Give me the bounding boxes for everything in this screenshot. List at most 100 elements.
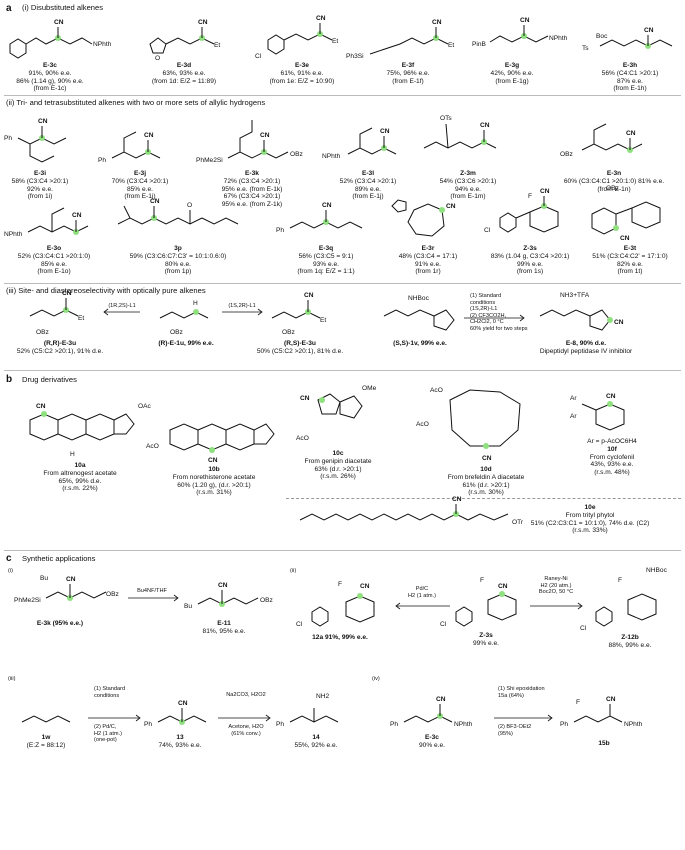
svg-text:CN: CN: [644, 27, 654, 34]
structure-Z-3s-app: Cl F CN: [440, 577, 517, 628]
structure-E-3l: NPhth CN: [322, 127, 397, 160]
svg-text:CN: CN: [300, 395, 310, 402]
app-iv-sm: E-3c 90% e.e.: [418, 734, 446, 749]
structure-10c: CN OMe AcO: [296, 385, 377, 442]
svg-text:OMe: OMe: [362, 385, 377, 392]
svg-text:NHBoc: NHBoc: [646, 567, 668, 574]
svg-text:Cl: Cl: [484, 227, 491, 234]
svg-text:AcO: AcO: [146, 443, 159, 450]
compound-E-3k: E-3k 72% (C3:C4 >20:1)95% e.e. (from E-1…: [221, 170, 283, 209]
app-iii-label: (iii): [8, 676, 16, 682]
structure-E-3t: OBz CN: [591, 185, 661, 242]
compound-E-8: E-8, 90% d.e. Dipeptidyl peptidase IV in…: [539, 340, 633, 355]
app-i-label: (i): [8, 568, 13, 574]
svg-text:Ph: Ph: [144, 721, 152, 728]
structure-E-3g: PinB CN NPhth: [472, 17, 568, 48]
app-ii-right-product: Z-12b 88%, 99% e.e.: [608, 634, 652, 649]
structure-E-3o: NPhth CN: [4, 207, 89, 238]
structure-1w: [21, 715, 71, 723]
structure-Z-12b: Cl F NHBoc: [580, 567, 668, 632]
compound-E-3l: E-3l 52% (C3:C4 >20:1)89% e.e.(from E-1j…: [339, 170, 397, 201]
svg-text:CN: CN: [36, 403, 46, 410]
compound-E-3e: E-3e 61%, 91% e.e.(from 1e: E/Z = 10:90): [269, 62, 335, 85]
app-i-sm: E-3k (95% e.e.): [36, 620, 84, 627]
svg-text:CN: CN: [520, 17, 530, 24]
svg-text:CN: CN: [360, 583, 370, 590]
section-c-title: Synthetic applications: [22, 554, 96, 563]
section-c-label: c: [6, 553, 12, 564]
svg-text:CN: CN: [614, 319, 624, 326]
structure-14: Ph NH2: [276, 693, 339, 728]
app-iii-sm: 1w (E:Z = 88:12): [26, 734, 66, 749]
structure-E-8: CN: [539, 309, 624, 331]
structure-E-11: Bu CN OBz: [184, 582, 273, 610]
svg-text:Ar: Ar: [570, 413, 577, 420]
app-iv-product: 15b: [598, 740, 610, 747]
compound-E-3q: E-3q 56% (C3:C5 = 9:1)93% e.e.(from 1q: …: [297, 245, 355, 276]
svg-text:Et: Et: [320, 317, 326, 324]
compound-E-3o: E-3o 52% (C3:C4:C1 >20:1:0)85% e.e.(from…: [17, 245, 91, 276]
svg-text:Et: Et: [332, 38, 338, 45]
svg-text:OBz: OBz: [170, 329, 183, 336]
svg-text:F: F: [338, 581, 342, 588]
svg-text:OBz: OBz: [282, 329, 295, 336]
app-iii-reagent-b: (2) Pd/C,H2 (1 atm.)(one-pot): [94, 724, 122, 744]
arrow-label-right-ligand: (1S,2R)-L1: [228, 303, 256, 309]
compound-R-S-E-3u: (R,S)-E-3u 50% (C5:C2 >20:1), 81% d.e.: [256, 340, 344, 355]
structure-E-3n: OBz CN: [560, 123, 643, 158]
svg-text:Boc: Boc: [596, 33, 608, 40]
svg-text:OBz: OBz: [106, 591, 119, 598]
svg-text:NPhth: NPhth: [93, 41, 112, 48]
svg-text:OBz: OBz: [560, 151, 573, 158]
separator-b: [4, 370, 681, 371]
structure-app-i-sm: PhMe2Si Bu CN OBz: [14, 575, 119, 604]
svg-text:CN: CN: [432, 19, 442, 26]
svg-text:CN: CN: [66, 576, 76, 583]
svg-text:O: O: [187, 202, 192, 209]
structure-R-S-E-3u: CN Et OBz: [271, 292, 326, 336]
svg-text:OBz: OBz: [36, 329, 49, 336]
app-i-product: E-11 81%, 95% e.e.: [202, 620, 246, 635]
structure-R-R-E-3u: CN Et OBz: [29, 290, 84, 336]
svg-text:PhMe2Si: PhMe2Si: [196, 157, 223, 164]
section-a-label: a: [6, 3, 12, 14]
svg-text:Ph: Ph: [276, 227, 284, 234]
separator-a-ii: [4, 95, 681, 96]
compound-E-3g: E-3g 42%, 90% e.e.(from E-1g): [490, 62, 534, 85]
compound-R-E-1u: (R)-E-1u, 99% e.e.: [158, 340, 214, 347]
svg-text:H: H: [193, 300, 198, 307]
compound-E-3j: E-3j 70% (C3:C4 >20:1)85% e.e.(from E-1j…: [111, 170, 169, 201]
svg-text:Ph: Ph: [390, 721, 398, 728]
section-b-label: b: [6, 374, 13, 385]
svg-text:OBz: OBz: [260, 597, 273, 604]
compound-Z-3s: Z-3s 83% (1.04 g, C3:C4 >20:1)99% e.e.(f…: [490, 245, 570, 276]
compound-E-3d: E-3d 63%, 93% e.e.(from 1d: E/Z = 11:89): [151, 62, 217, 85]
structure-10f: Ar Ar CN: [570, 393, 625, 431]
app-ii-sm: Z-3s 99% e.e.: [472, 632, 500, 647]
svg-text:Et: Et: [78, 315, 84, 322]
compound-Z-3m: Z-3m 54% (C3:C6 >20:1)94% e.e.(from E-1m…: [439, 170, 497, 201]
structure-S-S-1v: NHBoc: [383, 295, 455, 331]
svg-text:NPhth: NPhth: [549, 35, 568, 42]
compound-E-3n: E-3n 60% (C3:C4:C1 >20:1:0) 81% e.e.(fro…: [563, 170, 665, 193]
svg-text:AcO: AcO: [416, 421, 429, 428]
svg-text:F: F: [576, 699, 580, 706]
svg-text:NPhth: NPhth: [454, 721, 473, 728]
svg-text:Ph: Ph: [276, 721, 284, 728]
structure-12a: Cl F CN: [296, 581, 375, 628]
separator-drugs-dashed: [286, 498, 681, 499]
svg-text:CN: CN: [208, 457, 218, 464]
svg-text:PhMe2Si: PhMe2Si: [14, 597, 41, 604]
separator-c: [4, 550, 681, 551]
svg-text:O: O: [155, 55, 160, 62]
structure-E-3i: Ph CN: [4, 118, 67, 163]
structure-E-3k: PhMe2Si CN OBz: [196, 120, 303, 164]
cn-label: CN: [54, 19, 64, 26]
